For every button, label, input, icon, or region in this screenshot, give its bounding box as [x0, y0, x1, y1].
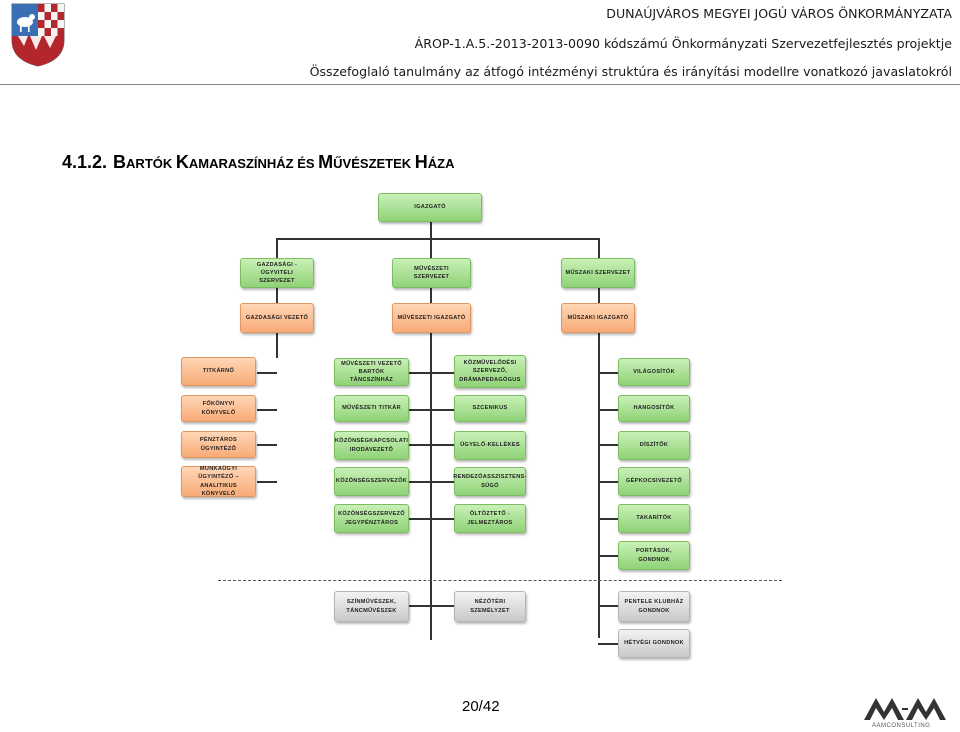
- connector: [257, 444, 277, 446]
- staff-box: TITKÁRNŐ: [181, 357, 256, 386]
- connector: [430, 238, 432, 640]
- aam-consulting-logo: [864, 698, 946, 720]
- staff-box: KÖZMŰVELŐDÉSI SZERVEZŐ, DRÁMAPEDAGÓGUS: [454, 355, 526, 388]
- title-part: ARTÓK: [126, 156, 176, 171]
- deputy-box: MŰSZAKI IGAZGATÓ: [561, 303, 635, 333]
- connector: [257, 409, 277, 411]
- staff-box: MUNKAÜGYI ÜGYINTÉZŐ – ANALITIKUS KÖNYVEL…: [181, 466, 256, 497]
- connector: [598, 372, 618, 374]
- connector: [257, 481, 277, 483]
- connector: [598, 481, 618, 483]
- page-number: 20/42: [462, 698, 500, 715]
- director-box: IGAZGATÓ: [378, 193, 482, 222]
- connector: [276, 238, 598, 240]
- staff-box: DÍSZÍTŐK: [618, 431, 690, 460]
- staff-box: GÉPKOCSIVEZETŐ: [618, 467, 690, 496]
- connector: [598, 238, 600, 638]
- unit-box: MŰSZAKI SZERVEZET: [561, 258, 635, 288]
- staff-box: TAKARÍTÓK: [618, 504, 690, 533]
- connector: [430, 222, 432, 238]
- staff-box: PORTÁSOK, GONDNOK: [618, 541, 690, 570]
- connector: [409, 444, 454, 446]
- title-part: K: [175, 152, 189, 172]
- connector: [598, 409, 618, 411]
- logo-caption: AAMCONSULTING: [872, 723, 931, 729]
- connector: [598, 555, 618, 557]
- staff-box: ÖLTÖZTETŐ - JELMEZTÁROS: [454, 504, 526, 533]
- staff-box: SZCENIKUS: [454, 395, 526, 422]
- connector: [409, 605, 454, 607]
- connector: [409, 481, 454, 483]
- header-line-3: Összefoglaló tanulmány az átfogó intézmé…: [309, 64, 952, 79]
- staff-box: HÉTVÉGI GONDNOK: [618, 629, 690, 658]
- staff-box: PÉNZTÁROS ÜGYINTÉZŐ: [181, 431, 256, 458]
- title-part: B: [113, 152, 127, 172]
- section-number: 4.1.2.: [62, 152, 108, 172]
- staff-box: MŰVÉSZETI TITKÁR: [334, 395, 409, 422]
- connector: [598, 518, 618, 520]
- connector: [598, 643, 618, 645]
- staff-box: PENTELE KLUBHÁZ GONDNOK: [618, 591, 690, 622]
- title-part: ŰVÉSZETEK: [333, 156, 415, 171]
- title-part: ÁZA: [427, 156, 455, 171]
- staff-box: KÖZÖNSÉGSZERVEZŐK: [334, 467, 409, 496]
- deputy-box: MŰVÉSZETI IGAZGATÓ: [392, 303, 471, 333]
- staff-box: KÖZÖNSÉGSZERVEZŐ JEGYPÉNZTÁROS: [334, 504, 409, 533]
- staff-box: HANGOSÍTÓK: [618, 395, 690, 422]
- staff-box: MŰVÉSZETI VEZETŐ BARTÓK TÁNCSZÍNHÁZ: [334, 358, 409, 386]
- connector: [409, 409, 454, 411]
- connector: [276, 238, 278, 358]
- staff-box: RENDEZŐASSZISZTENS- SÚGÓ: [453, 467, 526, 496]
- deputy-box: GAZDASÁGI VEZETŐ: [240, 303, 314, 333]
- unit-box: MŰVÉSZETI SZERVEZET: [392, 258, 471, 288]
- staff-box: KÖZÖNSÉGKAPCSOLATI IRODAVEZETŐ: [334, 431, 409, 460]
- staff-box: ÜGYELŐ-KELLÉKES: [454, 431, 526, 460]
- connector: [409, 372, 454, 374]
- staff-box: VILÁGOSÍTÓK: [618, 358, 690, 386]
- header-divider: [0, 84, 960, 85]
- title-part: AMARASZÍNHÁZ ÉS: [188, 156, 319, 171]
- staff-box: FŐKÖNYVI KÖNYVELŐ: [181, 395, 256, 422]
- connector: [598, 605, 618, 607]
- title-part: M: [318, 152, 334, 172]
- connector: [598, 444, 618, 446]
- unit-box: GAZDASÁGI - ÜGYVITELI SZERVEZET: [240, 258, 314, 288]
- dashed-separator: [218, 580, 782, 581]
- connector: [257, 372, 277, 374]
- header-line-2: ÁROP-1.A.5.-2013-2013-0090 kódszámú Önko…: [414, 36, 952, 51]
- staff-box: NÉZŐTÉRI SZEMÉLYZET: [454, 591, 526, 622]
- staff-box: SZÍNMŰVÉSZEK, TÁNCMŰVÉSZEK: [334, 591, 409, 622]
- header-line-1: DUNAÚJVÁROS MEGYEI JOGÚ VÁROS ÖNKORMÁNYZ…: [606, 6, 952, 21]
- section-title: 4.1.2.BARTÓK KAMARASZÍNHÁZ ÉS MŰVÉSZETEK…: [62, 152, 455, 173]
- connector: [409, 518, 454, 520]
- title-part: H: [414, 152, 428, 172]
- city-crest-logo: [11, 3, 65, 67]
